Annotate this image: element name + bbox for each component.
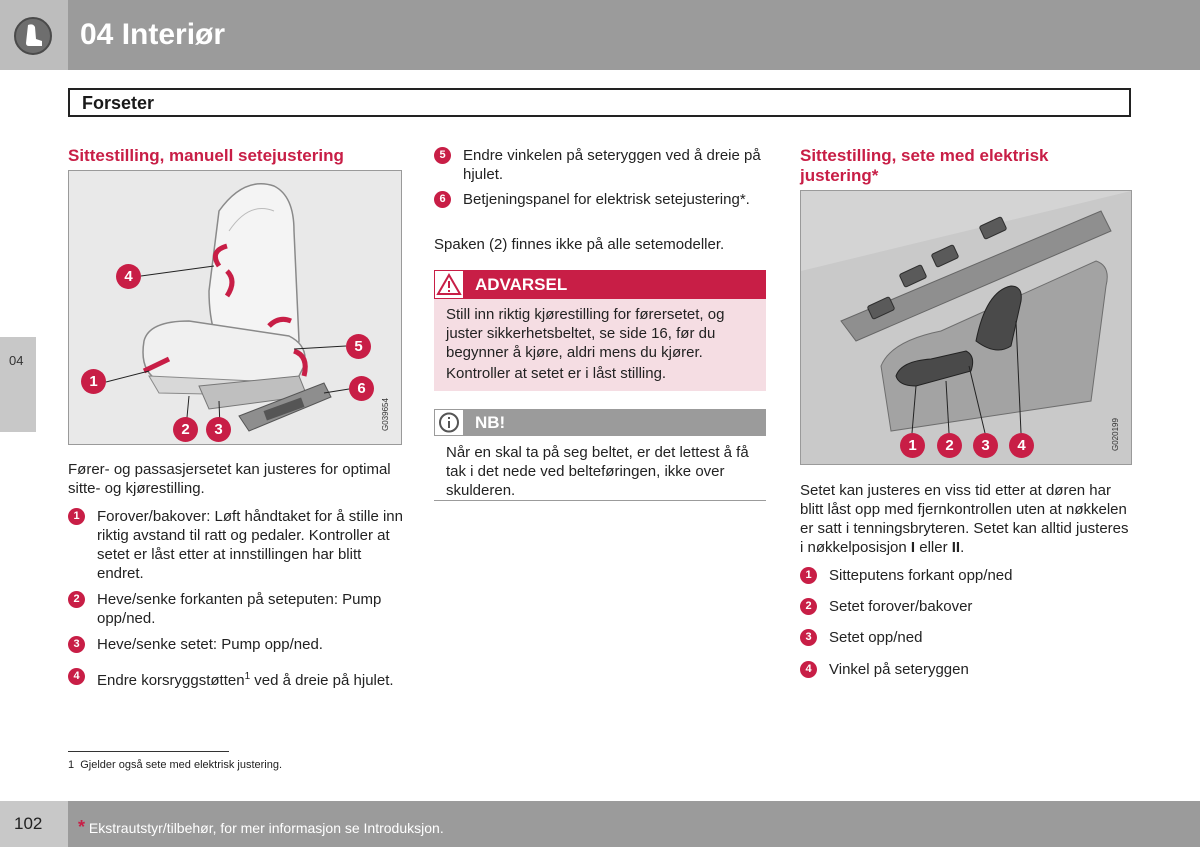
figure-callout-1: 1 (900, 433, 925, 458)
item-number: 2 (68, 591, 85, 608)
figure-callout-5: 5 (346, 334, 371, 359)
electric-item-1: 1 Sitteputens forkant opp/ned (800, 566, 1132, 585)
section-title: Forseter (82, 93, 155, 113)
figure-callout-3: 3 (206, 417, 231, 442)
warning-header: ADVARSEL (434, 270, 766, 299)
manual-item-5: 5 Endre vinkelen på seteryggen ved å dre… (434, 146, 766, 184)
figure-callout-6: 6 (349, 376, 374, 401)
item-text: Setet forover/bakover (829, 598, 973, 615)
item-text: Heve/senke setet: Pump opp/ned. (97, 636, 323, 653)
manual-seat-heading: Sittestilling, manuell setejustering (68, 146, 344, 165)
item-number: 2 (800, 598, 817, 615)
item-number: 1 (800, 567, 817, 584)
electric-item-4: 4 Vinkel på seteryggen (800, 660, 1132, 679)
manual-seat-intro: Fører- og passasjersetet kan justeres fo… (68, 461, 391, 497)
figure-code: G039654 (381, 398, 390, 431)
star-marker: * (78, 817, 86, 837)
footnote-ref: 1 (244, 671, 251, 682)
footnote: 1 Gjelder også sete med elektrisk juster… (68, 759, 283, 771)
item-number: 3 (800, 629, 817, 646)
figure-callout-1: 1 (81, 369, 106, 394)
nb-text: Når en skal ta på seg beltet, er det let… (446, 444, 749, 499)
manual-item-4: 4 Endre korsryggstøtten1 ved å dreie på … (68, 667, 403, 690)
item-text: Vinkel på seteryggen (829, 661, 969, 678)
electric-seat-illustration (801, 191, 1131, 464)
section-title-box: Forseter (68, 88, 1131, 117)
nb-bottom-rule (434, 500, 766, 501)
manual-item-2: 2 Heve/senke forkanten på seteputen: Pum… (68, 590, 403, 628)
manual-seat-illustration (105, 183, 350, 432)
warning-label: ADVARSEL (475, 275, 568, 294)
header-icon-box (0, 0, 68, 70)
figure-callout-4: 4 (116, 264, 141, 289)
item-number: 4 (800, 661, 817, 678)
page-footer: 102 * Ekstrautstyr/tilbehør, for mer inf… (0, 801, 1200, 847)
info-icon (434, 409, 464, 436)
nb-label: NB! (475, 413, 506, 432)
manual-item-1: 1 Forover/bakover: Løft håndtaket for å … (68, 507, 403, 583)
chapter-title: 04 Interiør (80, 18, 226, 51)
item-text: Heve/senke forkanten på seteputen: Pump … (97, 591, 382, 627)
seat-icon (14, 17, 52, 55)
warning-text-1: Still inn riktig kjørestilling for fører… (446, 306, 725, 361)
item-text: Endre korsryggstøtten1 ved å dreie på hj… (97, 671, 394, 689)
item-number: 3 (68, 636, 85, 653)
figure-code: G020199 (1111, 418, 1120, 451)
electric-item-3: 3 Setet opp/ned (800, 628, 1132, 647)
item-text: Setet opp/ned (829, 629, 923, 646)
page-number: 102 (14, 814, 43, 833)
item-text: Endre vinkelen på seteryggen ved å dreie… (463, 147, 761, 183)
manual-item-6: 6 Betjeningspanel for elektrisk setejust… (434, 190, 766, 209)
item-number: 4 (68, 668, 85, 685)
manual-seat-figure: 4 5 1 6 2 3 G039654 (68, 170, 402, 445)
chapter-side-tab: 04 (0, 337, 36, 432)
warning-body: Still inn riktig kjørestilling for fører… (434, 299, 766, 391)
footnote-rule (68, 751, 229, 752)
figure-callout-3: 3 (973, 433, 998, 458)
item-number: 6 (434, 191, 451, 208)
page-header: 04 Interiør (0, 0, 1200, 70)
manual-item-3: 3 Heve/senke setet: Pump opp/ned. (68, 635, 403, 654)
figure-callout-2: 2 (173, 417, 198, 442)
electric-seat-intro: Setet kan justeres en viss tid etter at … (800, 482, 1129, 556)
footer-note: * Ekstrautstyr/tilbehør, for mer informa… (78, 817, 444, 837)
item-text: Forover/bakover: Løft håndtaket for å st… (97, 508, 403, 582)
lever-note: Spaken (2) finnes ikke på alle setemodel… (434, 236, 725, 253)
item-text: Sitteputens forkant opp/ned (829, 567, 1013, 584)
electric-seat-heading: Sittestilling, sete med elektrisk juster… (800, 146, 1049, 185)
figure-callout-2: 2 (937, 433, 962, 458)
warning-triangle-icon (434, 270, 464, 299)
item-text: Betjeningspanel for elektrisk setejuster… (463, 191, 750, 208)
item-number: 1 (68, 508, 85, 525)
item-number: 5 (434, 147, 451, 164)
warning-text-2: Kontroller at setet er i låst stilling. (446, 365, 667, 382)
electric-seat-figure: 1 2 3 4 G020199 (800, 190, 1132, 465)
figure-callout-4: 4 (1009, 433, 1034, 458)
side-tab-label: 04 (9, 353, 24, 368)
electric-item-2: 2 Setet forover/bakover (800, 597, 1132, 616)
page-number-box: 102 (0, 801, 68, 847)
nb-header: NB! (434, 409, 766, 436)
